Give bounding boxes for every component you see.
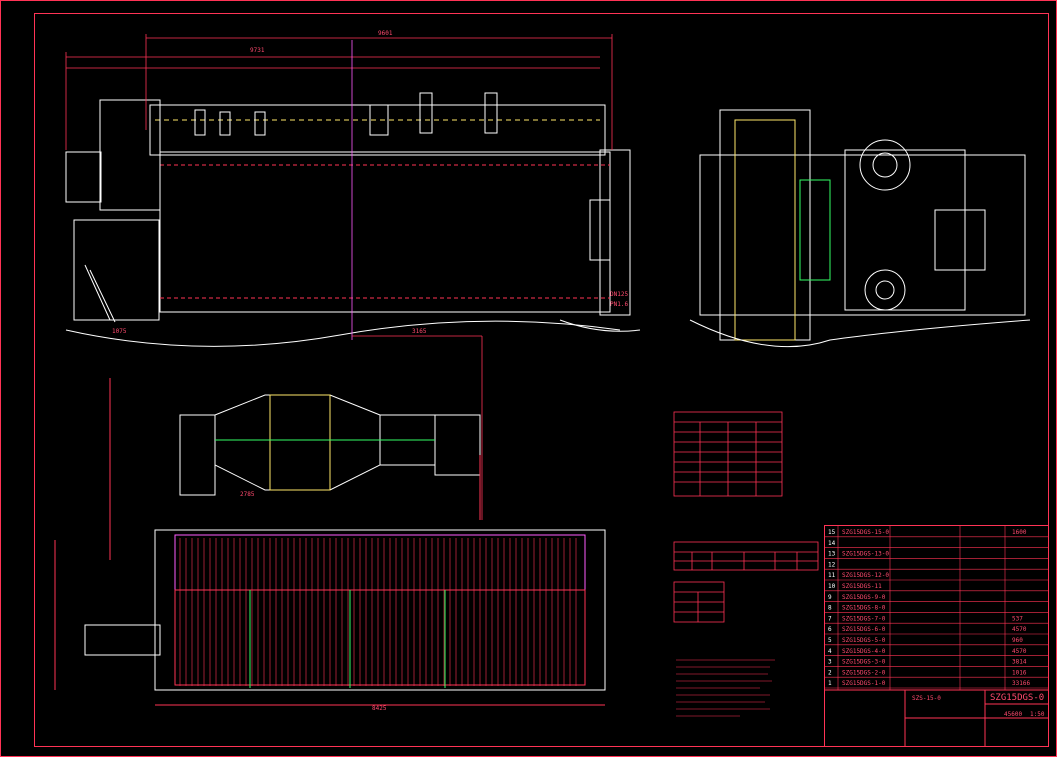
model-number: SZS-15-0 [912,695,941,702]
title-block-row-number: 4 [828,648,832,655]
title-block-row-number: 2 [828,669,832,676]
title-block-row-code: SZG15DGS-13-0 [842,551,889,558]
title-block-row-value: 537 [1012,615,1023,622]
title-block-row-code: SZG15DGS-6-0 [842,626,886,633]
title-block-row-value: 1016 [1012,669,1027,676]
title-block-row-code: SZG15DGS-9-0 [842,594,886,601]
dim-flue: 2785 [240,491,255,498]
title-block-row-number: 3 [828,659,832,666]
title-block-row-number: 11 [828,572,836,579]
title-block-row-value: 4570 [1012,648,1027,655]
title-block-row-number: 7 [828,615,832,622]
title-block-row-number: 15 [828,529,836,536]
dim-middle-offset: 3165 [412,328,427,335]
top-dimension-lines [65,34,613,520]
title-block-row-number: 5 [828,637,832,644]
title-block-row-code: SZG15DGS-1-0 [842,680,886,687]
title-block-row-code: SZG15DGS-12-0 [842,572,889,579]
title-block-row-value: 1600 [1012,529,1027,536]
drawing-number: SZG15DGS-0 [990,693,1044,703]
title-block-row-number: 1 [828,680,832,687]
title-block-row-code: SZG15DGS-2-0 [842,669,886,676]
label-spec-1: DN125 [610,291,628,298]
title-block-row-number: 12 [828,561,836,568]
weight-value: 45600 [1004,711,1022,718]
title-block-row-code: SZG15DGS-8-0 [842,605,886,612]
title-block-row-code: SZG15DGS-3-0 [842,659,886,666]
title-block-row-number: 14 [828,540,836,547]
title-block-row-code: SZG15DGS-15-0 [842,529,889,536]
title-block-row-value: 960 [1012,637,1023,644]
title-block-row-number: 10 [828,583,836,590]
title-block-row-value: 4570 [1012,626,1027,633]
title-block-row-number: 13 [828,551,836,558]
title-block-row-value: 3814 [1012,659,1027,666]
dim-sub-top: 9731 [250,47,265,54]
scale-value: 1:50 [1030,711,1045,718]
title-block-row-number: 9 [828,594,832,601]
side-elevation-view [689,109,1031,348]
label-spec-2: PN1.6 [610,301,628,308]
title-block-row-code: SZG15DGS-7-0 [842,615,886,622]
title-block-row-number: 6 [828,626,832,633]
title-block-row-code: SZG15DGS-5-0 [842,637,886,644]
plan-view [54,378,606,706]
title-block-row-number: 8 [828,605,832,612]
technical-notes [676,659,775,717]
front-elevation-view [65,92,641,347]
spec-table-secondary [673,541,819,623]
title-block-row-value: 33166 [1012,680,1030,687]
label-left-bottom: 1075 [112,328,127,335]
title-block-row-code: SZG15DGS-11 [842,583,882,590]
sheet-inner-border [34,13,1049,747]
spec-table-main [673,411,783,497]
dim-overall-top: 9601 [378,30,393,37]
title-block-row-code: SZG15DGS-4-0 [842,648,886,655]
dim-plan-bottom: 8425 [372,705,387,712]
